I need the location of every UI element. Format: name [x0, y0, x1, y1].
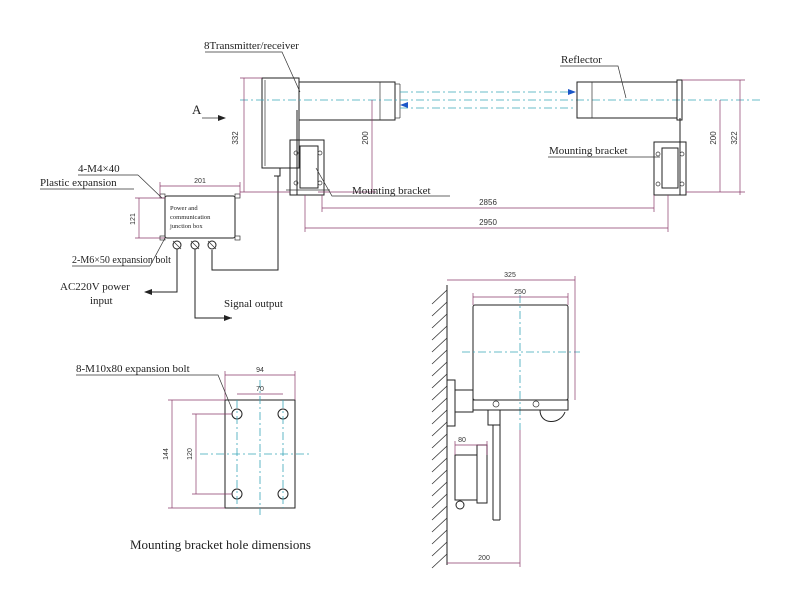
junction-box-text-3: junction box — [169, 223, 203, 230]
dim-span-inner: 2856 — [479, 198, 497, 207]
reflector-label: Reflector — [561, 54, 602, 66]
side-view: 325 250 80 200 — [431, 272, 580, 569]
dim-left-bracket: 200 — [361, 131, 370, 145]
view-a-label: A — [192, 102, 202, 117]
right-mounting-bracket — [653, 118, 687, 196]
ac-power-label-1: AC220V power — [60, 281, 130, 293]
signal-output-label: Signal output — [224, 298, 283, 310]
transmitter-tube — [298, 81, 396, 121]
junction-box-text-2: communication — [170, 214, 211, 221]
mounting-bracket-left-label: Mounting bracket — [352, 185, 431, 197]
top-assembly: 332 200 200 322 2856 2950 8Transmitter/r… — [192, 40, 760, 271]
transmitter-label: 8Transmitter/receiver — [204, 40, 299, 52]
dim-left-height: 332 — [231, 131, 240, 145]
dim-box-width: 201 — [194, 178, 206, 185]
dim-hole-outer-h: 144 — [163, 448, 170, 460]
expansion-bolt-small-label: 2-M6×50 expansion bolt — [72, 255, 171, 266]
expansion-bolt-large-label: 8-M10x80 expansion bolt — [76, 363, 190, 375]
transmitter-housing — [261, 77, 300, 169]
junction-box-text-1: Power and — [170, 205, 198, 212]
left-mounting-bracket — [286, 110, 330, 196]
dim-span-outer: 2950 — [479, 218, 497, 227]
side-box — [472, 304, 569, 401]
junction-box-group: Power and communication junction box 201… — [40, 163, 283, 321]
dim-box-height: 121 — [130, 213, 137, 225]
dim-right-height: 322 — [730, 131, 739, 145]
dim-right-bracket: 200 — [709, 131, 718, 145]
dim-side-outer-w: 325 — [504, 272, 516, 279]
dim-hole-inner-w: 70 — [256, 386, 264, 393]
ac-power-label-2: input — [90, 295, 113, 307]
dim-hole-outer-w: 94 — [256, 367, 264, 374]
dim-hole-inner-h: 120 — [187, 448, 194, 460]
dim-side-small: 80 — [458, 437, 466, 444]
mounting-bracket-right-label: Mounting bracket — [549, 145, 628, 157]
dim-side-inner-w: 250 — [514, 289, 526, 296]
plastic-expansion-label: Plastic expansion — [40, 177, 117, 189]
hole-dimensions-caption: Mounting bracket hole dimensions — [130, 537, 311, 552]
dim-side-bottom: 200 — [478, 555, 490, 562]
junction-box — [164, 195, 236, 239]
screw-label: 4-M4×40 — [78, 163, 120, 175]
hole-dimensions-view: 94 70 144 120 8-M10x80 expansion bolt Mo… — [76, 363, 312, 552]
